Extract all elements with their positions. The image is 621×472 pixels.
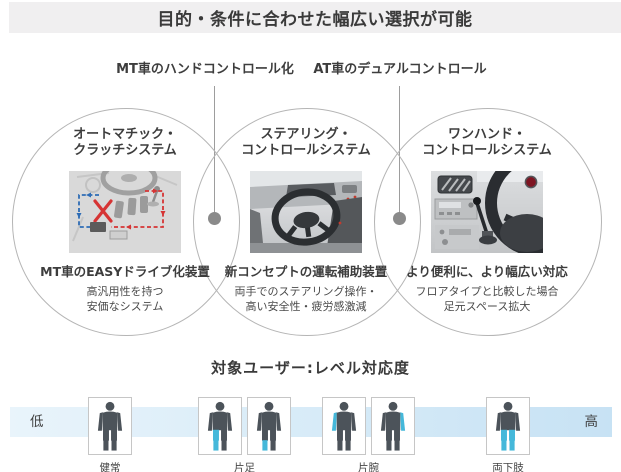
steering-wheel-icon (271, 188, 341, 246)
system-heading: オートマチック・ クラッチシステム (73, 127, 177, 158)
level-high-label: 高 (584, 414, 599, 430)
system-heading: ワンハンド・ コントロールシステム (422, 127, 552, 158)
red-x-mark (93, 199, 113, 223)
actuator-box (90, 222, 106, 232)
figure-group-label: 片足 (234, 462, 255, 472)
gear-shifter-icon (147, 186, 160, 207)
control-unit-box (109, 230, 128, 240)
user-level-title: 対象ユーザー:レベル対応度 (211, 359, 410, 377)
air-vent-icon (437, 175, 473, 194)
system-caption: MT車のEASYドライブ化装置 (40, 264, 210, 279)
figure-group-label: 片腕 (358, 462, 379, 472)
system-description: 両手でのステアリング操作・ 高い安全性・疲労感激減 (234, 285, 378, 313)
level-scale-band: 低 高 (10, 407, 612, 437)
branch-label-mt: MT車のハンドコントロール化 (116, 62, 294, 77)
branch-label-at: AT車のデュアルコントロール (313, 62, 487, 77)
hand-control-lever-icon (473, 197, 497, 245)
level-low-label: 低 (30, 414, 44, 430)
brand-badge-icon (524, 175, 538, 189)
title-band: 目的・条件に合わせた幅広い選択が可能 (9, 2, 621, 33)
venn-circle-one-hand-control (374, 108, 602, 336)
system-caption: より便利に、より幅広い対応 (406, 264, 568, 279)
pedals-icon (114, 196, 148, 219)
system-heading: ステアリング・ コントロールシステム (241, 127, 371, 158)
radio-unit-icon (434, 198, 478, 220)
steering-wheel-icon (485, 171, 543, 253)
system-caption: 新コンセプトの運転補助装置 (224, 264, 388, 279)
figure-group-label: 両下肢 (492, 462, 524, 472)
page-title: 目的・条件に合わせた幅広い選択が可能 (157, 10, 473, 30)
system-description: 高汎用性を持つ 安価なシステム (86, 285, 164, 313)
one-hand-control-photo-image (431, 171, 543, 253)
system-description: フロアタイプと比較した場合 足元スペース拡大 (415, 285, 559, 313)
mt-easy-drive-diagram-image (69, 171, 181, 253)
figure-group-label: 健常 (99, 462, 121, 472)
steering-wheel-photo-image (250, 171, 362, 253)
steering-wheel-icon (100, 171, 158, 196)
